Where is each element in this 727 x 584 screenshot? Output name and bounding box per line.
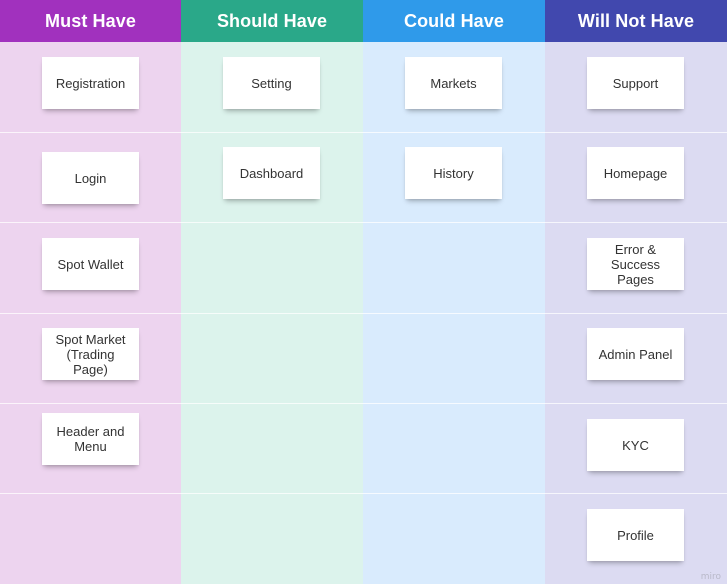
column-body-could-have: Markets History xyxy=(363,42,545,584)
column-could-have: Could Have Markets History xyxy=(363,0,545,584)
card-error-success-pages[interactable]: Error & Success Pages xyxy=(587,238,684,290)
card-admin-panel[interactable]: Admin Panel xyxy=(587,328,684,380)
column-must-have: Must Have Registration Login Spot Wallet… xyxy=(0,0,181,584)
card-kyc[interactable]: KYC xyxy=(587,419,684,471)
column-will-not-have: Will Not Have Support Homepage Error & S… xyxy=(545,0,727,584)
card-history[interactable]: History xyxy=(405,147,502,199)
card-login[interactable]: Login xyxy=(42,152,139,204)
card-profile[interactable]: Profile xyxy=(587,509,684,561)
card-registration[interactable]: Registration xyxy=(42,57,139,109)
column-header-will-not-have: Will Not Have xyxy=(545,0,727,42)
miro-watermark: miro xyxy=(700,572,721,582)
column-body-must-have: Registration Login Spot Wallet Spot Mark… xyxy=(0,42,181,584)
column-header-should-have: Should Have xyxy=(181,0,363,42)
column-body-will-not-have: Support Homepage Error & Success Pages A… xyxy=(545,42,727,584)
card-dashboard[interactable]: Dashboard xyxy=(223,147,320,199)
column-header-could-have: Could Have xyxy=(363,0,545,42)
card-setting[interactable]: Setting xyxy=(223,57,320,109)
card-spot-wallet[interactable]: Spot Wallet xyxy=(42,238,139,290)
column-should-have: Should Have Setting Dashboard xyxy=(181,0,363,584)
card-spot-market[interactable]: Spot Market (Trading Page) xyxy=(42,328,139,380)
card-markets[interactable]: Markets xyxy=(405,57,502,109)
card-support[interactable]: Support xyxy=(587,57,684,109)
card-homepage[interactable]: Homepage xyxy=(587,147,684,199)
column-header-must-have: Must Have xyxy=(0,0,181,42)
card-header-and-menu[interactable]: Header and Menu xyxy=(42,413,139,465)
column-body-should-have: Setting Dashboard xyxy=(181,42,363,584)
